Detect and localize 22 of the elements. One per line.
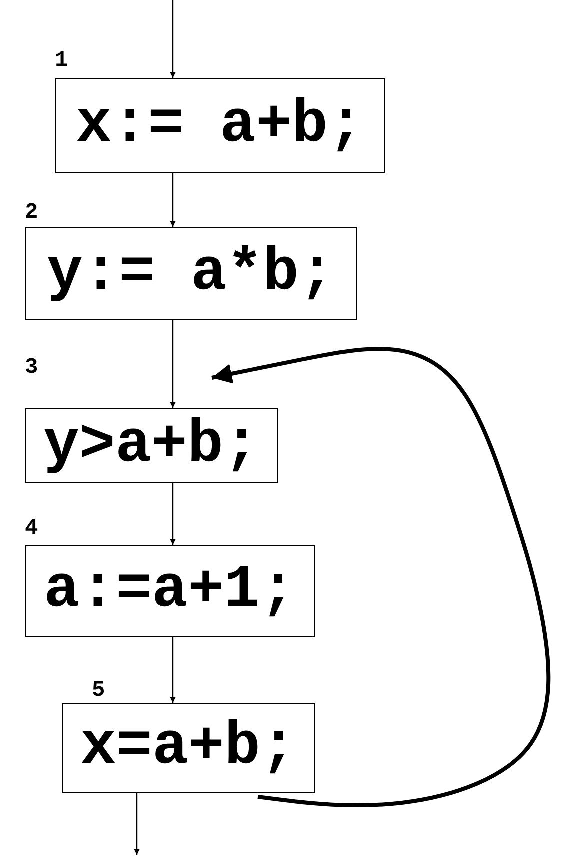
node-number: 3	[25, 357, 38, 379]
statement-text: x:= a+b;	[76, 96, 364, 156]
arrow	[170, 637, 176, 703]
statement-box	[62, 703, 315, 793]
node-number: 1	[55, 50, 68, 72]
arrow	[134, 793, 140, 855]
statement-box	[55, 78, 385, 173]
node-number: 2	[25, 202, 38, 224]
statement-text: a:=a+1;	[44, 561, 296, 621]
statement-text: x=a+b;	[80, 718, 297, 778]
node-number: 5	[92, 680, 106, 702]
arrow	[170, 483, 176, 545]
statement-text: y:= a*b;	[46, 244, 336, 304]
arrow	[170, 173, 176, 227]
statement-box	[25, 545, 315, 637]
statement-box	[25, 408, 278, 483]
statement-text: y>a+b;	[43, 416, 260, 476]
arrow	[170, 320, 176, 408]
arrow	[170, 0, 176, 78]
node-number: 4	[25, 518, 38, 540]
statement-box	[25, 227, 357, 320]
arrow	[212, 347, 551, 808]
